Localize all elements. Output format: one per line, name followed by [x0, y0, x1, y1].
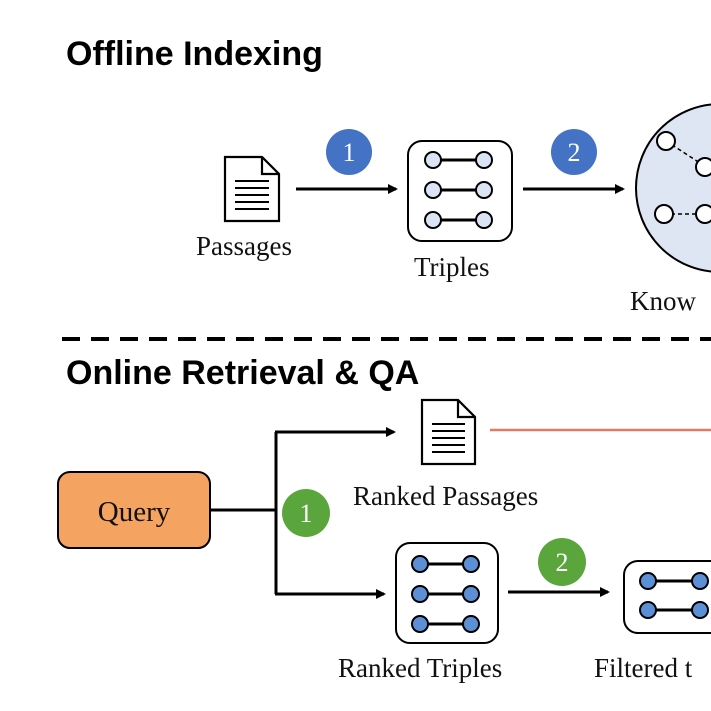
triples-label: Triples	[414, 252, 490, 282]
query-branch-connectors	[210, 427, 396, 599]
ranked-passages-document-icon	[420, 398, 477, 466]
query-box: Query	[57, 471, 211, 549]
passages-label: Passages	[196, 231, 292, 261]
query-label: Query	[98, 496, 171, 528]
ranked-triples-label: Ranked Triples	[338, 653, 502, 683]
ranked-passages-label: Ranked Passages	[353, 481, 538, 511]
document-icon	[223, 155, 281, 223]
online-section-title: Online Retrieval & QA	[66, 354, 419, 392]
knowledge-graph-label: Know	[630, 286, 696, 316]
svg-text:2: 2	[556, 548, 569, 577]
online-step-1-badge: 1	[282, 489, 330, 537]
svg-text:2: 2	[568, 138, 581, 167]
filtered-triples-label: Filtered t	[594, 653, 693, 683]
svg-text:1: 1	[343, 138, 356, 167]
offline-section-title: Offline Indexing	[66, 35, 323, 73]
ranked-triples-icon	[395, 542, 499, 644]
knowledge-graph-icon	[635, 103, 711, 273]
triples-icon	[407, 140, 513, 242]
filtered-triples-icon	[623, 560, 711, 634]
online-step-2-badge: 2	[538, 538, 586, 586]
svg-text:1: 1	[300, 499, 313, 528]
offline-step-2-badge: 2	[551, 129, 597, 175]
offline-step-1-badge: 1	[326, 129, 372, 175]
